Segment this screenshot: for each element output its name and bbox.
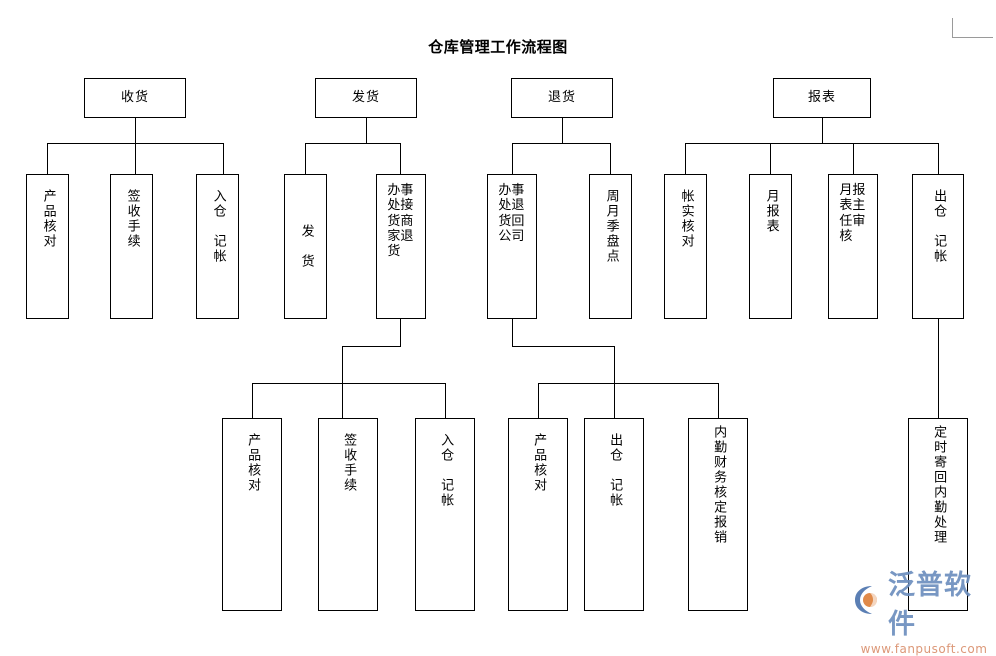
node-label: 内勤财务核定报销	[711, 425, 727, 545]
node-report-supervisor-review[interactable]: 月报表主任审核	[828, 174, 878, 319]
node-product-check-returns[interactable]: 产品核对	[508, 418, 568, 611]
node-periodic-stocktake[interactable]: 周月季盘点	[589, 174, 632, 319]
connector-vertical	[366, 118, 367, 143]
page-title: 仓库管理工作流程图	[428, 38, 568, 56]
node-signoff-shipping[interactable]: 签收手续	[318, 418, 378, 611]
connector-horizontal	[512, 346, 614, 347]
connector-horizontal	[305, 143, 400, 144]
node-office-return-to-company[interactable]: 办事处退货回公司	[487, 174, 537, 319]
connector-vertical	[223, 143, 224, 174]
node-root-shipping[interactable]: 发货	[315, 78, 417, 118]
node-label: 签收手续	[341, 433, 357, 493]
flowchart-canvas: 仓库管理工作流程图 收货 产品核对 签收手续 入仓 记帐 发货 发 货 办事处接…	[26, 18, 993, 656]
connector-horizontal	[685, 143, 938, 144]
node-periodic-mail-back-internal[interactable]: 定时寄回内勤处理	[908, 418, 968, 611]
node-outbound-record-returns[interactable]: 出仓 记帐	[584, 418, 644, 611]
node-label: 退货	[547, 89, 576, 105]
connector-vertical	[770, 143, 771, 174]
connector-vertical	[853, 143, 854, 174]
node-label: 报表	[807, 89, 836, 105]
node-ship-goods[interactable]: 发 货	[284, 174, 327, 319]
node-label: 入仓 记帐	[210, 189, 226, 264]
connector-vertical	[400, 319, 401, 346]
connector-vertical	[614, 383, 615, 418]
connector-horizontal	[538, 383, 718, 384]
node-label: 产品核对	[245, 433, 261, 493]
node-outbound-record-reports[interactable]: 出仓 记帐	[912, 174, 964, 319]
connector-vertical	[47, 143, 48, 174]
node-product-check-shipping[interactable]: 产品核对	[222, 418, 282, 611]
connector-vertical	[614, 346, 615, 383]
node-label: 办事处退货回公司	[498, 183, 525, 244]
node-root-receiving[interactable]: 收货	[84, 78, 186, 118]
node-label: 产品核对	[531, 433, 547, 493]
connector-vertical	[512, 143, 513, 174]
node-product-check-receiving[interactable]: 产品核对	[26, 174, 69, 319]
node-root-returns[interactable]: 退货	[511, 78, 613, 118]
connector-vertical	[938, 143, 939, 174]
node-label: 月报表	[763, 189, 779, 234]
node-label: 办事处接货商家退货	[387, 183, 414, 260]
connector-horizontal	[512, 143, 610, 144]
connector-vertical	[342, 346, 343, 383]
node-label: 定时寄回内勤处理	[931, 425, 947, 545]
connector-vertical	[718, 383, 719, 418]
connector-vertical	[445, 383, 446, 418]
node-root-reports[interactable]: 报表	[773, 78, 871, 118]
connector-vertical	[562, 118, 563, 143]
node-book-stock-reconcile[interactable]: 帐实核对	[664, 174, 707, 319]
node-label: 入仓 记帐	[438, 433, 454, 508]
connector-vertical	[938, 319, 939, 418]
node-label: 周月季盘点	[603, 189, 619, 264]
node-office-receive-merchant-return[interactable]: 办事处接货商家退货	[376, 174, 426, 319]
node-label: 发 货	[298, 224, 314, 269]
fanpu-swirl-logo-icon	[852, 585, 884, 619]
connector-vertical	[305, 143, 306, 174]
node-inbound-record-shipping[interactable]: 入仓 记帐	[415, 418, 475, 611]
node-label: 出仓 记帐	[607, 433, 623, 508]
connector-horizontal	[342, 346, 401, 347]
connector-vertical	[135, 143, 136, 174]
node-label: 收货	[120, 89, 149, 105]
connector-vertical	[610, 143, 611, 174]
connector-vertical	[135, 118, 136, 143]
connector-vertical	[822, 118, 823, 143]
connector-vertical	[538, 383, 539, 418]
page-corner-mark	[952, 18, 993, 38]
node-label: 帐实核对	[678, 189, 694, 249]
connector-vertical	[512, 319, 513, 346]
watermark-url: www.fanpusoft.com	[860, 642, 988, 656]
node-label: 产品核对	[40, 189, 56, 249]
connector-vertical	[685, 143, 686, 174]
node-inbound-record-receiving[interactable]: 入仓 记帐	[196, 174, 239, 319]
connector-horizontal	[252, 383, 445, 384]
node-monthly-report[interactable]: 月报表	[749, 174, 792, 319]
node-label: 出仓 记帐	[931, 189, 947, 264]
connector-vertical	[252, 383, 253, 418]
connector-vertical	[400, 143, 401, 174]
node-label: 发货	[351, 89, 380, 105]
node-label: 签收手续	[124, 189, 140, 249]
node-signoff-receiving[interactable]: 签收手续	[110, 174, 153, 319]
node-label: 月报表主任审核	[839, 183, 866, 244]
node-finance-approval-reimbursement[interactable]: 内勤财务核定报销	[688, 418, 748, 611]
connector-vertical	[342, 383, 343, 418]
